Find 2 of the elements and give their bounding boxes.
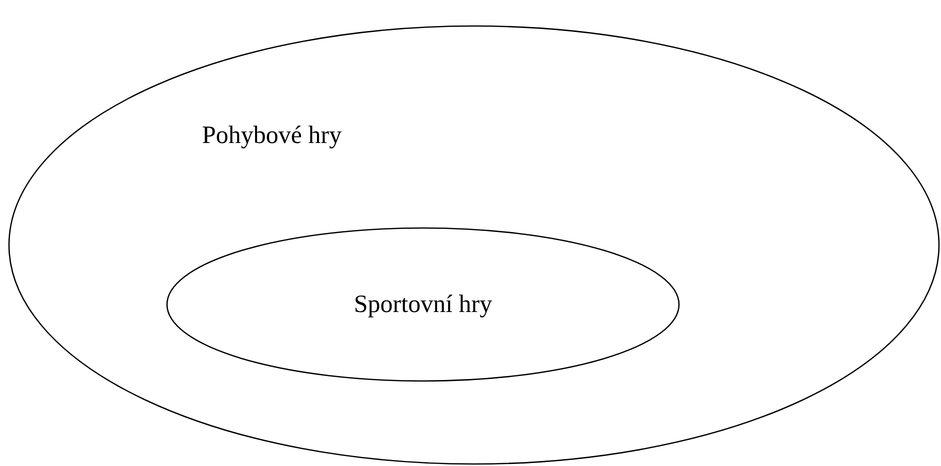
set-label: Sportovní hry <box>354 290 492 318</box>
set-label: Pohybové hry <box>202 122 342 150</box>
